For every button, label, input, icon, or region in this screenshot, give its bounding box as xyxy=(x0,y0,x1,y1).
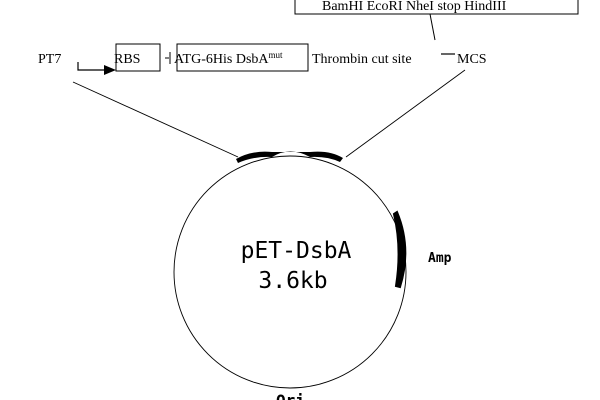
amp-label: Amp xyxy=(428,251,452,266)
rbs-box xyxy=(115,43,161,72)
bracket-leader-line xyxy=(429,13,436,41)
construct-right-leader xyxy=(345,69,466,158)
ori-label: Ori xyxy=(276,391,305,400)
restriction-site-bracket xyxy=(294,0,579,15)
insert-label: ATG-6His DsbAmut xyxy=(174,50,283,67)
promoter-label: PT7 xyxy=(38,52,61,67)
construct-left-leader xyxy=(72,81,239,158)
rbs-label: RBS xyxy=(114,52,140,67)
thrombin-label: Thrombin cut site xyxy=(312,52,412,67)
promoter-arrow-line xyxy=(77,62,106,71)
mcs-label: MCS xyxy=(457,52,487,67)
plasmid-name: pET-DsbA xyxy=(241,238,352,264)
amp-region-arc xyxy=(392,210,407,289)
insert-region-arc xyxy=(236,151,343,163)
insert-box xyxy=(176,43,309,72)
plasmid-size: 3.6kb xyxy=(258,268,327,294)
promoter-arrowhead xyxy=(104,65,116,75)
restriction-sites-label: BamHI EcoRI NheI stop HindIII xyxy=(322,0,507,14)
plasmid-circle xyxy=(173,155,407,389)
